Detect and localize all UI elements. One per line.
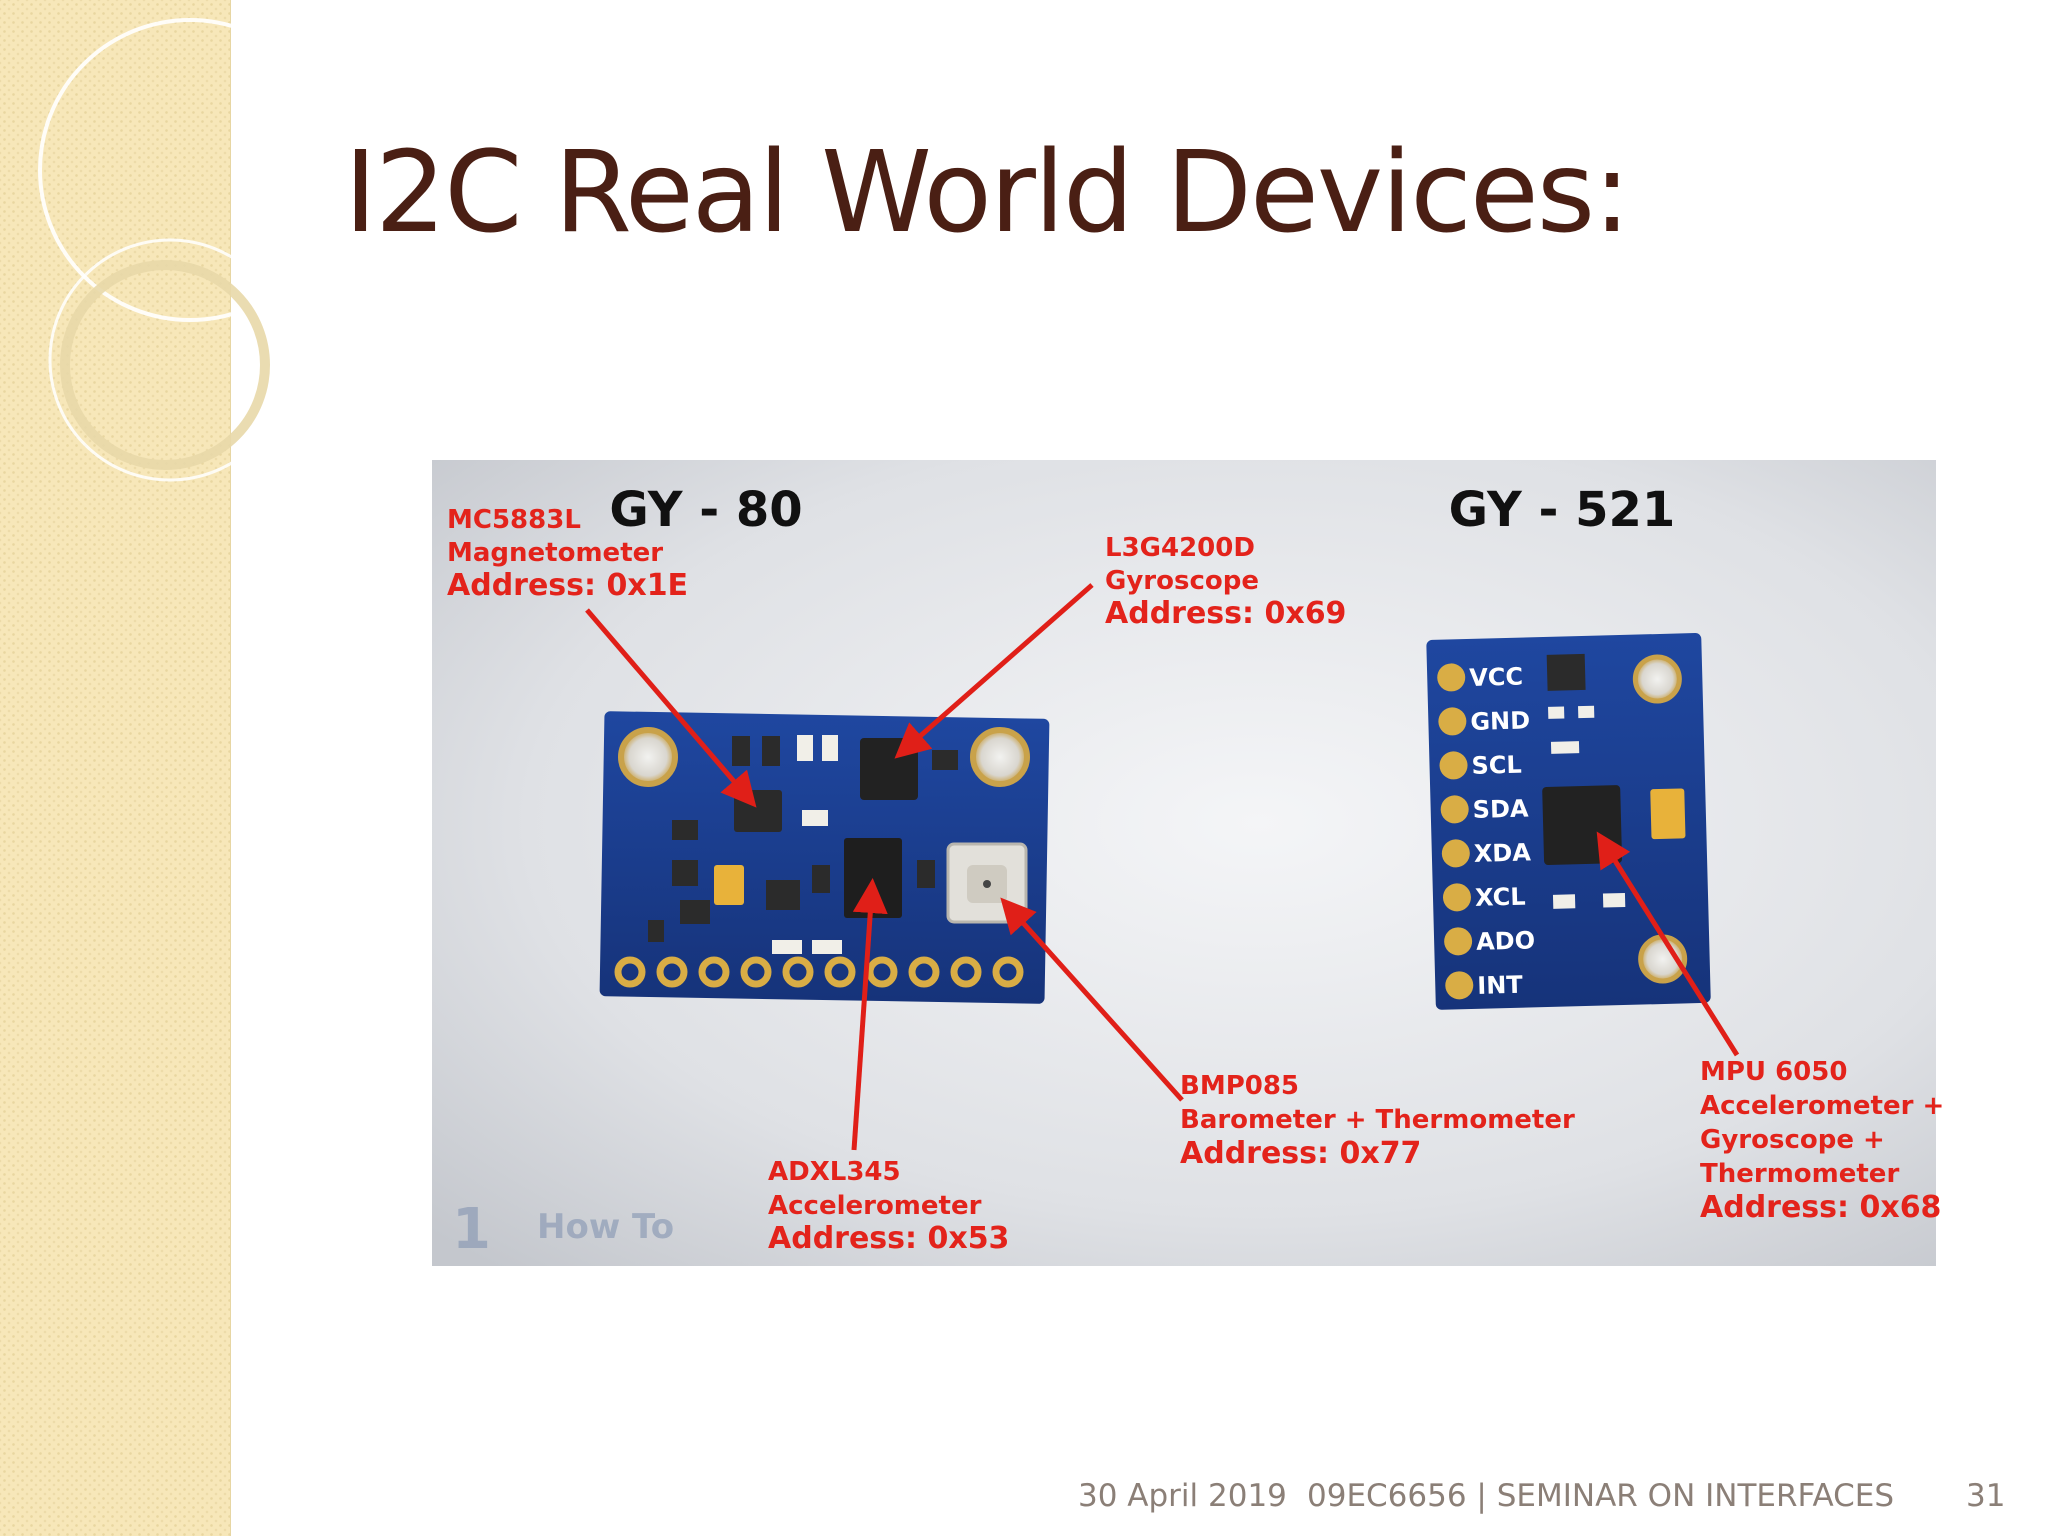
svg-text:Address: 0x77: Address: 0x77 [1180, 1136, 1421, 1171]
gy80-title: GY - 80 [609, 482, 802, 538]
pin-label: ADO [1476, 926, 1536, 956]
svg-text:Magnetometer: Magnetometer [447, 538, 663, 568]
svg-text:Address: 0x53: Address: 0x53 [768, 1221, 1009, 1256]
gy521-pin-pads [1437, 663, 1474, 1000]
mc5883l-label: MC5883L Magnetometer Address: 0x1E [447, 505, 688, 603]
svg-text:Address: 0x1E: Address: 0x1E [447, 568, 688, 603]
pin-label: XDA [1473, 838, 1531, 867]
footer-page-number: 31 [1966, 1478, 2006, 1514]
svg-text:Address: 0x68: Address: 0x68 [1700, 1190, 1941, 1225]
gy80-header-pins [614, 956, 1024, 988]
annotation-arrows [585, 583, 1740, 1151]
watermark-logo: 1 How To [452, 1197, 674, 1262]
watermark-text: How To [537, 1207, 674, 1247]
mc5883l-chip [734, 790, 782, 832]
sensor-boards-illustration: VCC GND SCL SDA XDA XCL ADO INT GY - 80 … [432, 460, 1944, 1266]
l3g4200d-label: L3G4200D Gyroscope Address: 0x69 [1105, 533, 1346, 631]
gy521-pin-labels: VCC GND SCL SDA XDA XCL ADO INT [1469, 663, 1536, 1000]
pin-label: SCL [1471, 751, 1522, 780]
gy80-board [599, 711, 1050, 1004]
svg-text:MC5883L: MC5883L [447, 505, 581, 535]
svg-text:Gyroscope: Gyroscope [1105, 566, 1259, 596]
gy521-board: VCC GND SCL SDA XDA XCL ADO INT [1426, 633, 1711, 1010]
svg-text:Address: 0x69: Address: 0x69 [1105, 596, 1346, 631]
svg-text:Accelerometer: Accelerometer [768, 1191, 982, 1221]
svg-text:Gyroscope +: Gyroscope + [1700, 1125, 1885, 1155]
mpu6050-label: MPU 6050 Accelerometer + Gyroscope + The… [1700, 1057, 1944, 1225]
pin-label: VCC [1469, 663, 1524, 692]
watermark-number-one-icon: 1 [452, 1197, 491, 1262]
pin-label: XCL [1475, 883, 1526, 912]
footer-date: 30 April 2019 [1078, 1478, 1287, 1514]
sidebar-rings-decoration [38, 18, 342, 482]
svg-text:MPU 6050: MPU 6050 [1700, 1057, 1847, 1087]
gy521-title: GY - 521 [1449, 482, 1676, 538]
decorative-sidebar [0, 0, 342, 1536]
sensor-boards-figure: VCC GND SCL SDA XDA XCL ADO INT GY - 80 … [432, 460, 1944, 1266]
bmp085-label: BMP085 Barometer + Thermometer Address: … [1180, 1071, 1575, 1171]
footer-course: 09EC6656 | SEMINAR ON INTERFACES [1307, 1478, 1895, 1514]
svg-text:ADXL345: ADXL345 [768, 1157, 901, 1187]
svg-text:BMP085: BMP085 [1180, 1071, 1299, 1101]
pin-label: SDA [1472, 794, 1529, 823]
slide-title: I2C Real World Devices: [344, 128, 1631, 258]
svg-text:Barometer + Thermometer: Barometer + Thermometer [1180, 1105, 1575, 1135]
svg-text:L3G4200D: L3G4200D [1105, 533, 1255, 563]
pin-label: INT [1477, 971, 1524, 1000]
pin-label: GND [1470, 706, 1530, 736]
svg-text:Accelerometer +: Accelerometer + [1700, 1091, 1944, 1121]
svg-text:Thermometer: Thermometer [1700, 1159, 1899, 1189]
tantalum-capacitor [714, 865, 744, 905]
adxl345-label: ADXL345 Accelerometer Address: 0x53 [768, 1157, 1009, 1256]
